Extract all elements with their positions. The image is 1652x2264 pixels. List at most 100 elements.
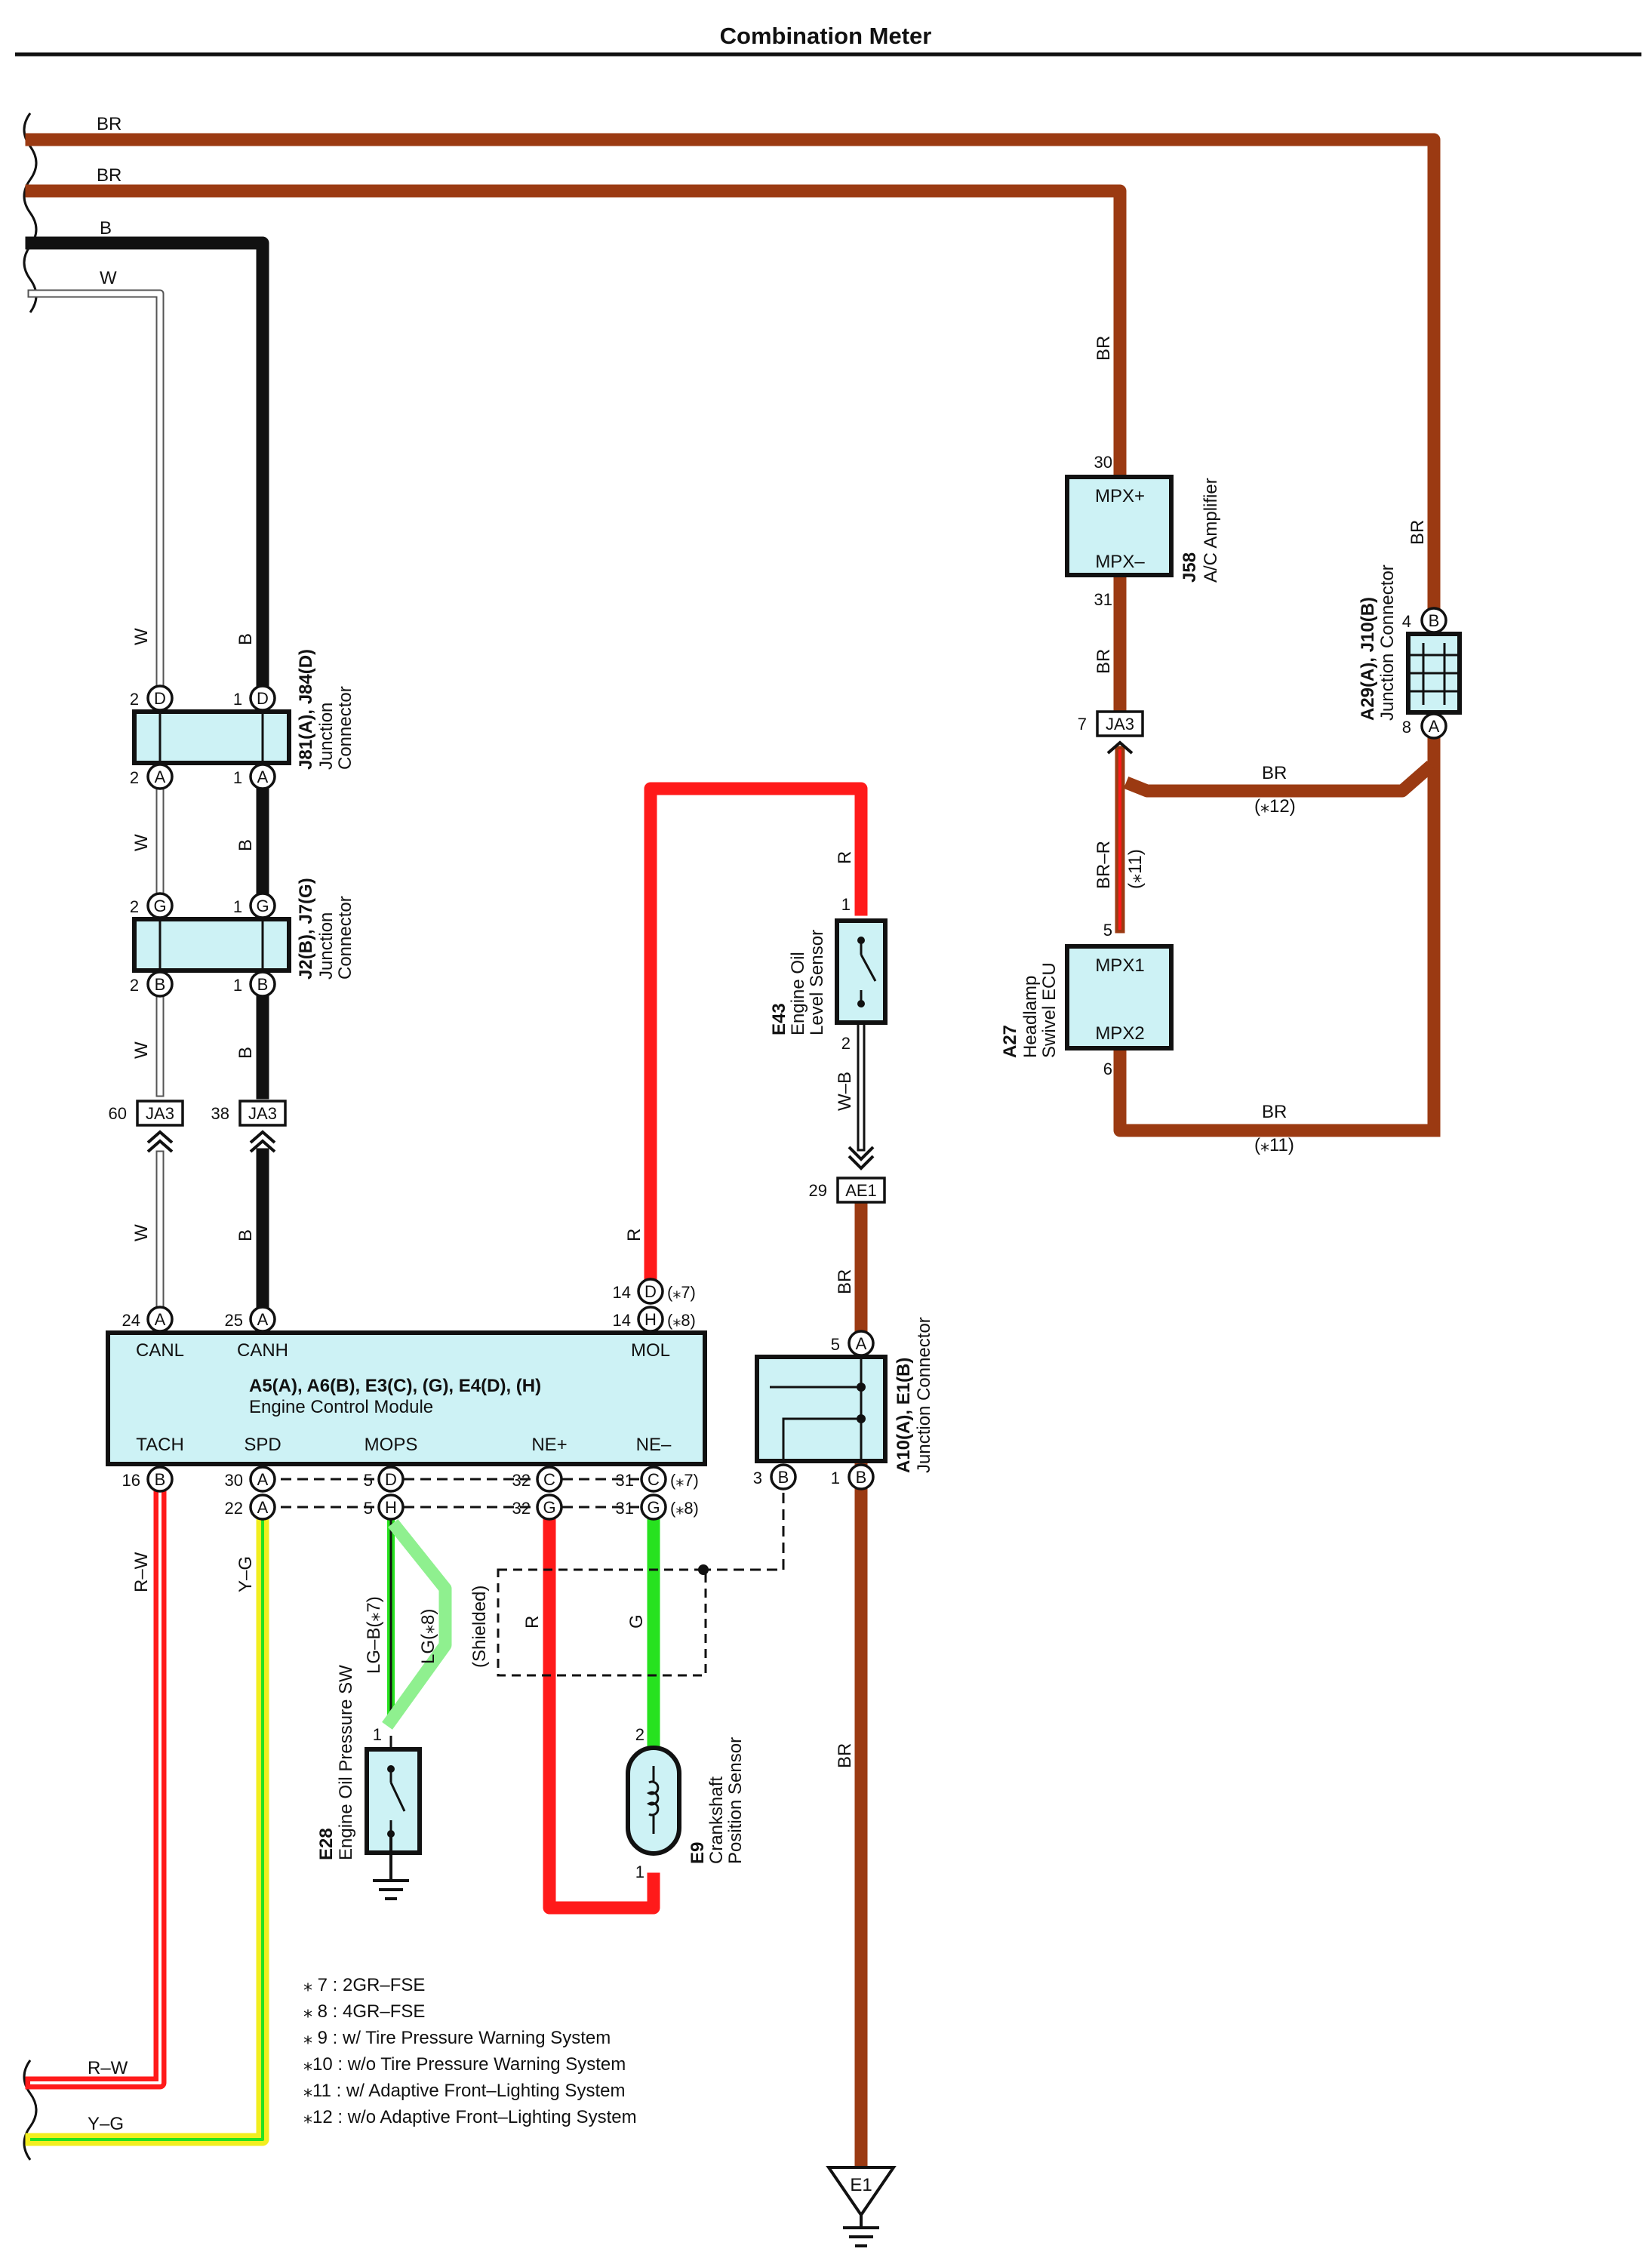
pin-letter: A (1429, 717, 1440, 736)
wire-label-rw-bottom: R–W (88, 2058, 128, 2078)
pin-number: 22 (225, 1499, 243, 1518)
wire-label-r-mol: R (624, 1229, 644, 1241)
pin-letter: A (856, 1334, 867, 1353)
wire-label-br-12-note: (⁎12) (1254, 796, 1296, 817)
wire-label-br-a29: BR (1407, 520, 1428, 545)
wire-label-br-2: BR (97, 165, 122, 186)
pin-number: 31 (616, 1471, 634, 1490)
pin-letter: B (778, 1468, 789, 1487)
footnote: ⁎ 8 : 4GR–FSE (303, 2001, 425, 2022)
wire-label-r-top: R (835, 851, 855, 864)
component-name: A/C Amplifier (1201, 478, 1221, 583)
variant-note: (⁎8) (670, 1499, 699, 1518)
wire-label-br-j58-bot: BR (1094, 649, 1114, 674)
inline-connector-ja3-w: JA3 60 (109, 1100, 184, 1153)
component-code: A5(A), A6(B), E3(C), (G), E4(D), (H) (249, 1376, 541, 1396)
pin-letter: G (543, 1498, 555, 1517)
terminal-label: TACH (136, 1435, 184, 1455)
component-code: E9 (688, 1842, 708, 1864)
component-name: Crankshaft (706, 1776, 727, 1864)
pin-letter: C (648, 1470, 660, 1489)
pin-number: 3 (753, 1469, 762, 1487)
wire-label-lg: LG(⁎8) (418, 1609, 438, 1664)
pin-number: 8 (1402, 718, 1411, 737)
pin-letter: D (257, 689, 269, 708)
pin-letter: D (385, 1470, 397, 1489)
component-name: Engine Oil (788, 952, 808, 1035)
pin-letter: B (155, 975, 166, 994)
ground-icon (373, 1834, 409, 1900)
wire-label-b-v4: B (235, 1229, 256, 1241)
wire-yg (25, 1510, 269, 2146)
page-title: Combination Meter (720, 23, 932, 49)
connector-pin: 7 (1078, 715, 1087, 734)
wire-br-12 (1123, 761, 1435, 798)
pin-letter: H (644, 1310, 657, 1329)
wire-w-outline (27, 289, 165, 1314)
component-code: J2(B), J7(G) (296, 878, 316, 980)
pin-number: 25 (225, 1311, 243, 1330)
wire-label-br-r: BR–R (1094, 841, 1114, 889)
pin-number: 5 (364, 1471, 373, 1490)
wire-label-g-crank: G (626, 1614, 647, 1629)
wire-label-br-1: BR (97, 114, 122, 134)
wire-label-br-ground: BR (835, 1743, 855, 1768)
terminal-label: CANL (136, 1340, 184, 1361)
component-e9-crankshaft-sensor: 2 1 E9 Crankshaft Position Sensor (626, 1725, 746, 1881)
component-code: J58 (1180, 552, 1200, 583)
component-name: Swivel ECU (1039, 962, 1060, 1058)
pin-number: 1 (233, 768, 242, 787)
component-name: Engine Control Module (249, 1397, 433, 1417)
component-code: A29(A), J10(B) (1358, 597, 1378, 721)
wire-label-yg-v: Y–G (235, 1556, 256, 1592)
wire-label-r-crank: R (522, 1616, 543, 1629)
inline-connector-ae1: AE1 29 (809, 1146, 886, 1204)
terminal-label: CANH (237, 1340, 288, 1361)
wire-w (29, 291, 163, 1312)
connector-tag: JA3 (146, 1104, 174, 1123)
component-ecm: CANL CANH MOL TACH SPD MOPS NE+ NE– A5(A… (106, 1278, 707, 1521)
wire-lg (382, 1519, 452, 1730)
pin-letter: B (1429, 611, 1440, 630)
terminal-label: MPX1 (1095, 955, 1144, 976)
pin-letter: G (153, 897, 166, 915)
wire-label-shielded: (Shielded) (469, 1586, 490, 1668)
pin-number: 1 (841, 895, 851, 914)
wire-break-marks-bottom (23, 2059, 38, 2161)
pin-letter: H (385, 1498, 397, 1517)
pin-number: 2 (130, 768, 139, 787)
dashed-variant-links (281, 1478, 785, 1571)
pin-number: 32 (512, 1471, 531, 1490)
wire-break-marks-top (23, 112, 38, 313)
wire-label-yg-bottom: Y–G (88, 2114, 124, 2134)
wire-label-lgb: LG–B(⁎7) (364, 1596, 384, 1674)
pin-number: 5 (1103, 921, 1112, 940)
pin-number: 6 (1103, 1060, 1112, 1078)
component-name: Junction Connector (1377, 564, 1398, 721)
wire-label-br-j58-top: BR (1094, 336, 1114, 361)
wire-label-br-12: BR (1262, 763, 1287, 783)
pin-number: 1 (233, 690, 242, 709)
wire-r-crank (543, 1510, 660, 1915)
wire-label-w-v1: W (131, 628, 152, 645)
wire-label-b-v1: B (235, 633, 256, 645)
wire-br-11 (1113, 1050, 1441, 1137)
pin-letter: B (155, 1470, 166, 1489)
wire-label-rw-v: R–W (131, 1552, 152, 1592)
variant-note: (⁎7) (670, 1471, 699, 1490)
terminal-label: NE+ (531, 1435, 567, 1455)
shield-box (497, 1568, 707, 1677)
footnote: ⁎12 : w/o Adaptive Front–Lighting System (303, 2107, 637, 2127)
component-name: Junction (316, 912, 337, 980)
terminal-label: MPX2 (1095, 1023, 1144, 1044)
pin-number: 30 (225, 1471, 243, 1490)
terminal-label: SPD (244, 1435, 281, 1455)
variant-note: (⁎7) (667, 1283, 696, 1302)
wire-label-br-ae1: BR (835, 1269, 855, 1294)
component-name: Junction Connector (914, 1317, 934, 1473)
junction-connector-j2: G G B B 2 1 2 1 J2(B), J7(G) Junction Co… (130, 878, 355, 998)
pin-number: 14 (613, 1311, 631, 1330)
junction-connector-a10: A B B 5 3 1 A10(A), E1(B) Junction Conne… (753, 1317, 934, 1490)
pin-number: 2 (841, 1034, 851, 1053)
footnote: ⁎ 7 : 2GR–FSE (303, 1975, 425, 1995)
